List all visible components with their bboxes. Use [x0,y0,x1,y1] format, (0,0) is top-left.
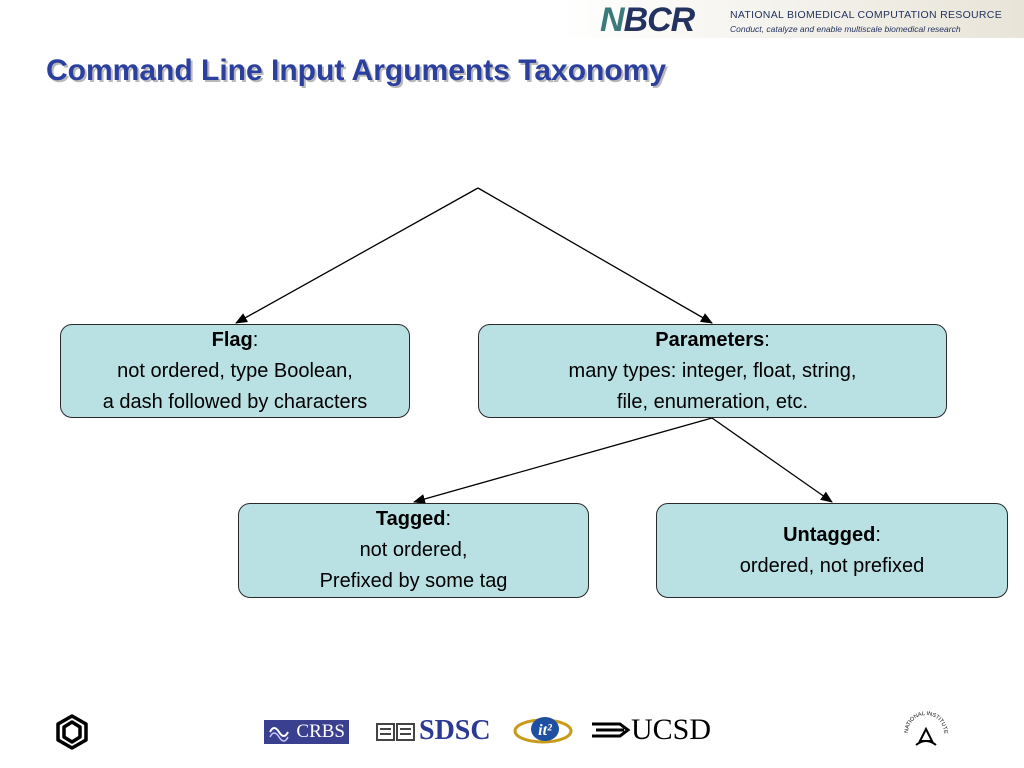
node-parameters-heading: Parameters [655,328,765,351]
page-title: Command Line Input Arguments Taxonomy [46,54,667,87]
node-flag-heading: Flag [211,328,253,351]
node-tagged-line1: not ordered, [359,539,468,561]
nbcr-logo: NBCR [600,1,695,39]
crbs-logo: CRBS [264,720,349,744]
node-flag-line2: a dash followed by characters [102,390,368,413]
edge-root-to-flag [235,187,479,324]
node-parameters: Parameters: many types: integer, float, … [478,324,947,418]
ucsd-logo: UCSD [631,713,712,746]
node-untagged-heading: Untagged [783,523,876,546]
node-parameters-line1: many types: integer, float, string, [568,359,857,382]
org-name: NATIONAL BIOMEDICAL COMPUTATION RESOURCE [730,9,1002,21]
nih-seal-icon: NATIONAL INSTITUTES OF HEALTH [900,703,948,746]
node-untagged-line1: ordered, not prefixed [739,554,925,577]
edge-parameters-to-tagged [413,417,713,504]
node-tagged-heading: Tagged [375,508,446,530]
sgi-logo-icon [56,714,88,750]
edge-root-to-parameters [477,187,713,324]
node-tagged-line2: Prefixed by some tag [319,570,508,592]
node-tagged: Tagged: not ordered, Prefixed by some ta… [238,503,589,598]
it2-logo: it² [513,717,573,744]
crbs-mark-icon [269,727,289,742]
it2-logo-text: it² [538,722,553,739]
svg-text:NATIONAL INSTITUTES OF HEALTH: NATIONAL INSTITUTES OF HEALTH [900,703,948,734]
edge-parameters-to-untagged [711,417,833,503]
sdsc-logo: SDSC [419,715,491,746]
nih-seal-text: NATIONAL INSTITUTES OF HEALTH [900,703,948,734]
ucsd-mark-icon [592,722,630,738]
header-band [560,0,1024,38]
node-untagged: Untagged: ordered, not prefixed [656,503,1008,598]
node-parameters-line2: file, enumeration, etc. [616,390,809,413]
org-tagline: Conduct, catalyze and enable multiscale … [730,24,961,34]
node-flag: Flag: not ordered, type Boolean, a dash … [60,324,410,418]
node-flag-line1: not ordered, type Boolean, [117,359,353,382]
sdsc-mark-icon [376,723,415,741]
